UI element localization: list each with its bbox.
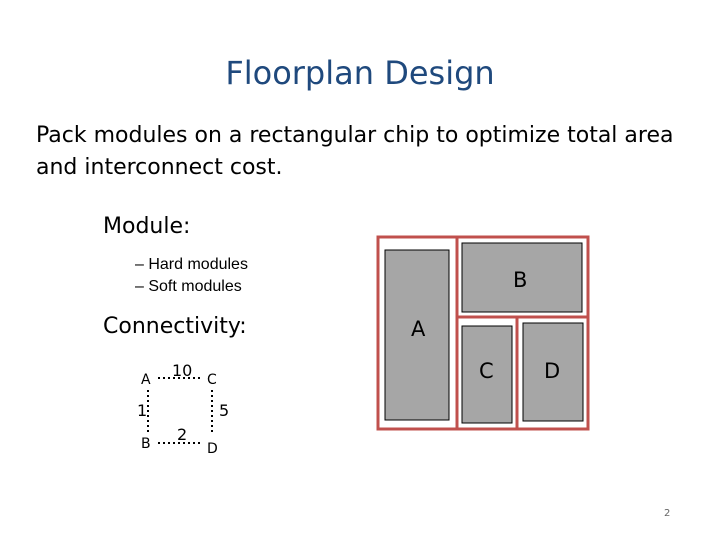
module-a-block bbox=[384, 249, 450, 421]
module-c-block bbox=[461, 325, 513, 424]
edge-weight-c-d: 5 bbox=[219, 401, 229, 420]
module-b-block bbox=[461, 242, 583, 313]
bullet-hard-modules: – Hard modules bbox=[135, 256, 248, 273]
graph-node-c: C bbox=[207, 372, 217, 388]
module-heading: Module: bbox=[103, 214, 191, 239]
module-d-block bbox=[522, 322, 584, 422]
edge-weight-a-c: 10 bbox=[172, 361, 192, 380]
bullet-soft-modules: – Soft modules bbox=[135, 278, 242, 295]
module-d-label: D bbox=[544, 359, 560, 383]
module-bullet-list: – Hard modules – Soft modules bbox=[135, 254, 248, 298]
slide-title: Floorplan Design bbox=[225, 54, 495, 92]
page-number: 2 bbox=[664, 508, 671, 519]
connectivity-heading: Connectivity: bbox=[103, 314, 247, 339]
intro-text: Pack modules on a rectangular chip to op… bbox=[36, 123, 674, 180]
module-b-label: B bbox=[513, 268, 527, 292]
graph-node-d: D bbox=[207, 441, 218, 457]
edge-weight-a-b: 1 bbox=[137, 401, 147, 420]
module-c-label: C bbox=[479, 359, 494, 383]
edge-weight-b-d: 2 bbox=[177, 425, 187, 444]
graph-node-a: A bbox=[141, 372, 151, 388]
graph-node-b: B bbox=[141, 436, 151, 452]
module-a-label: A bbox=[411, 317, 426, 341]
